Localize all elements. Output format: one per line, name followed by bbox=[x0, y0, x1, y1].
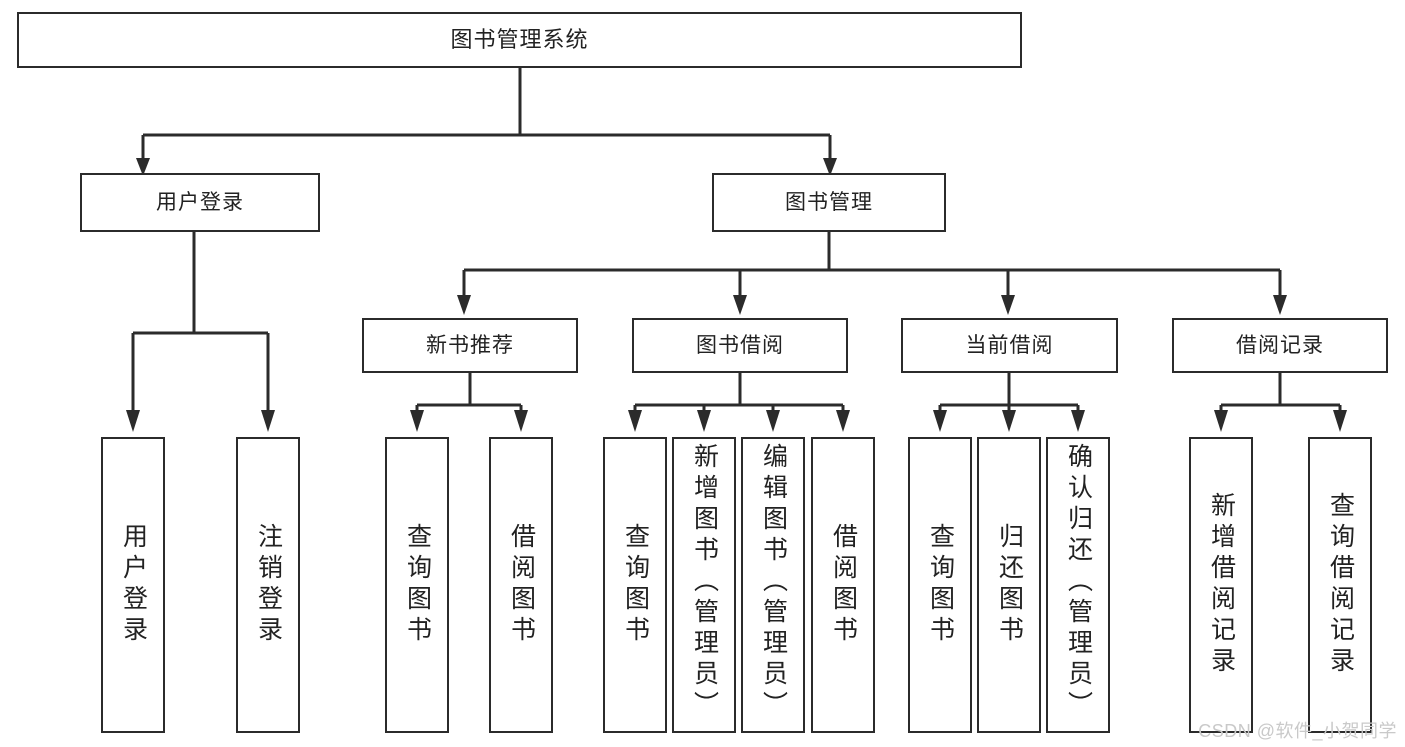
node-current-borrow-label: 当前借阅 bbox=[965, 333, 1054, 357]
leaf-borrow-edit-book[interactable]: 编辑图书（管理员） bbox=[741, 437, 805, 733]
leaf-record-query-record[interactable]: 查询借阅记录 bbox=[1308, 437, 1372, 733]
arrow-leaf-borrow-2 bbox=[697, 410, 711, 432]
arrow-leaf-borrow-3 bbox=[766, 410, 780, 432]
leaf-borrow-borrow-book-label: 借阅图书 bbox=[829, 523, 858, 647]
arrow-leaf-newbook-1 bbox=[410, 410, 424, 432]
arrow-borrow bbox=[733, 295, 747, 315]
leaf-newbook-borrow-book-label: 借阅图书 bbox=[507, 523, 536, 647]
arrow-newbook bbox=[457, 295, 471, 315]
leaf-borrow-query-book-label: 查询图书 bbox=[621, 523, 650, 647]
arrow-record bbox=[1273, 295, 1287, 315]
leaf-current-query-book[interactable]: 查询图书 bbox=[908, 437, 972, 733]
leaf-newbook-query-book[interactable]: 查询图书 bbox=[385, 437, 449, 733]
arrow-leaf-current-2 bbox=[1002, 410, 1016, 432]
leaf-current-return-book-label: 归还图书 bbox=[995, 523, 1024, 647]
leaf-record-add-record-label: 新增借阅记录 bbox=[1207, 492, 1236, 678]
leaf-user-login-label: 用户登录 bbox=[119, 523, 148, 647]
leaf-borrow-add-book[interactable]: 新增图书（管理员） bbox=[672, 437, 736, 733]
arrow-leaf-borrow-4 bbox=[836, 410, 850, 432]
leaf-borrow-borrow-book[interactable]: 借阅图书 bbox=[811, 437, 875, 733]
node-user-login[interactable]: 用户登录 bbox=[80, 173, 320, 232]
arrow-leaf-current-1 bbox=[933, 410, 947, 432]
leaf-logout-label: 注销登录 bbox=[254, 523, 283, 647]
node-borrow-record-label: 借阅记录 bbox=[1236, 333, 1324, 357]
node-root[interactable]: 图书管理系统 bbox=[17, 12, 1022, 68]
arrowheads bbox=[126, 158, 1347, 432]
node-borrow-record[interactable]: 借阅记录 bbox=[1172, 318, 1388, 373]
leaf-newbook-query-book-label: 查询图书 bbox=[403, 523, 432, 647]
arrow-userlogin bbox=[136, 158, 150, 176]
node-book-management-label: 图书管理 bbox=[785, 190, 873, 214]
leaf-record-query-record-label: 查询借阅记录 bbox=[1326, 492, 1355, 678]
leaf-newbook-borrow-book[interactable]: 借阅图书 bbox=[489, 437, 553, 733]
node-current-borrow[interactable]: 当前借阅 bbox=[901, 318, 1118, 373]
arrow-bookmgmt bbox=[823, 158, 837, 176]
node-new-book-recommend-label: 新书推荐 bbox=[426, 333, 514, 357]
leaf-user-login[interactable]: 用户登录 bbox=[101, 437, 165, 733]
arrow-leaf-newbook-2 bbox=[514, 410, 528, 432]
arrow-leaf-borrow-1 bbox=[628, 410, 642, 432]
node-book-borrow[interactable]: 图书借阅 bbox=[632, 318, 848, 373]
leaf-current-return-book[interactable]: 归还图书 bbox=[977, 437, 1041, 733]
leaf-record-add-record[interactable]: 新增借阅记录 bbox=[1189, 437, 1253, 733]
leaf-borrow-edit-book-label: 编辑图书（管理员） bbox=[759, 443, 788, 722]
node-new-book-recommend[interactable]: 新书推荐 bbox=[362, 318, 578, 373]
arrow-leaf-current-3 bbox=[1071, 410, 1085, 432]
arrow-leaf-record-1 bbox=[1214, 410, 1228, 432]
node-book-management[interactable]: 图书管理 bbox=[712, 173, 946, 232]
arrow-leaf-userlogin-2 bbox=[261, 410, 275, 432]
node-root-label: 图书管理系统 bbox=[450, 26, 589, 52]
leaf-current-query-book-label: 查询图书 bbox=[926, 523, 955, 647]
node-user-login-label: 用户登录 bbox=[156, 190, 244, 214]
node-book-borrow-label: 图书借阅 bbox=[696, 333, 784, 357]
arrow-leaf-userlogin-1 bbox=[126, 410, 140, 432]
leaf-borrow-query-book[interactable]: 查询图书 bbox=[603, 437, 667, 733]
leaf-current-confirm-return-label: 确认归还（管理员） bbox=[1064, 443, 1093, 722]
leaf-logout[interactable]: 注销登录 bbox=[236, 437, 300, 733]
arrow-current bbox=[1001, 295, 1015, 315]
leaf-current-confirm-return[interactable]: 确认归还（管理员） bbox=[1046, 437, 1110, 733]
leaf-borrow-add-book-label: 新增图书（管理员） bbox=[690, 443, 719, 722]
arrow-leaf-record-2 bbox=[1333, 410, 1347, 432]
